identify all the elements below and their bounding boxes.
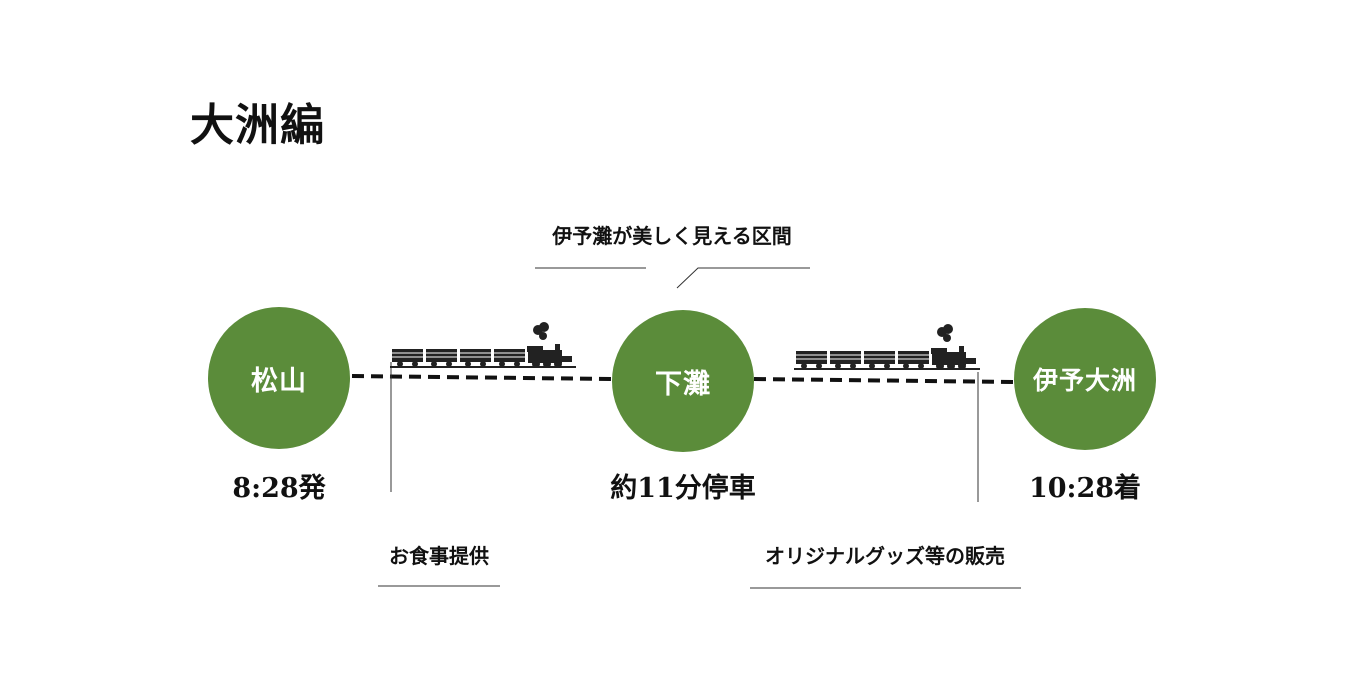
- page-title: 大洲編: [190, 100, 325, 151]
- station-shimonada: 下灘: [612, 310, 754, 452]
- scenic-section-label: 伊予灘が美しく見える区間: [552, 224, 792, 248]
- stop-duration: 約11分停車: [610, 473, 756, 504]
- route-segment-2: [753, 377, 1015, 384]
- goods-sale-label: オリジナルグッズ等の販売: [765, 544, 1005, 568]
- meal-service-label: お食事提供: [389, 544, 489, 568]
- route-segment-1: [351, 374, 613, 381]
- arrival-time: 10:28着: [1028, 473, 1142, 504]
- departure-time: 8:28発: [232, 473, 326, 504]
- scenic-underline-right: [676, 267, 810, 289]
- steam-train-icon: [390, 322, 576, 368]
- steam-train-icon: [794, 324, 980, 370]
- station-iyo-ozu: 伊予大洲: [1014, 308, 1156, 450]
- station-matsuyama: 松山: [208, 307, 350, 449]
